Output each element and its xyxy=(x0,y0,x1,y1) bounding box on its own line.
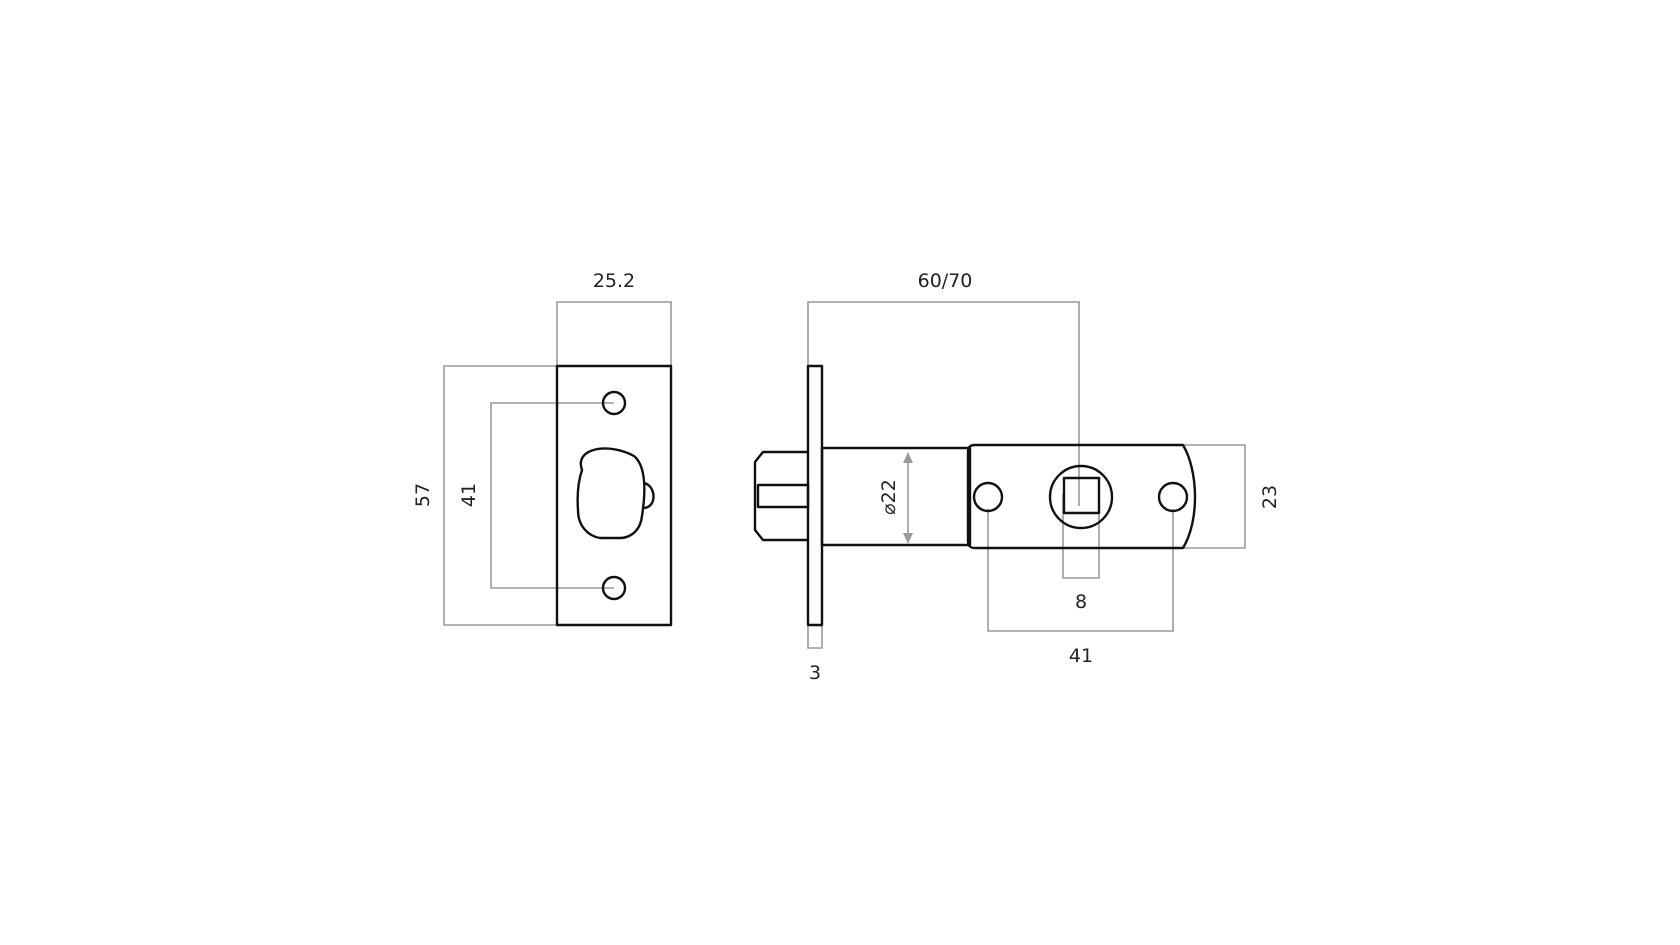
front-view: 25.2 57 41 xyxy=(412,270,673,627)
dim-line-case-height xyxy=(1183,444,1246,549)
latch-bolt-slot xyxy=(756,483,810,509)
dim-case-height-label: 23 xyxy=(1259,485,1281,509)
spindle-square xyxy=(1062,476,1101,515)
dim-line-faceplate-thickness xyxy=(807,625,823,649)
dim-width-label: 25.2 xyxy=(593,270,635,292)
dim-hole-spacing-label: 41 xyxy=(458,483,480,507)
dim-spindle-label: 8 xyxy=(1075,591,1087,613)
diameter-arrow-bottom xyxy=(903,533,913,544)
latch-bolt xyxy=(753,450,808,542)
latch-tube xyxy=(820,446,972,547)
dim-line-side-hole-spacing xyxy=(987,509,1174,632)
spindle-hub xyxy=(1048,464,1114,530)
dim-backset-label: 60/70 xyxy=(918,270,973,292)
case-hole-right xyxy=(1157,481,1189,513)
faceplate-edge xyxy=(806,364,824,627)
dim-height-label: 57 xyxy=(412,483,434,507)
side-view: 60/70 ⌀22 23 8 41 3 xyxy=(753,270,1281,684)
dim-line-hole-spacing xyxy=(490,402,614,589)
screw-hole-top xyxy=(601,390,627,416)
diameter-arrow-top xyxy=(903,452,913,463)
latch-bolt-opening xyxy=(576,447,646,540)
latch-trigger xyxy=(642,481,655,510)
latch-case xyxy=(966,443,1197,550)
dim-diameter-label: ⌀22 xyxy=(878,479,900,515)
dim-line-backset xyxy=(807,301,1080,506)
dim-line-height xyxy=(443,365,557,626)
dim-line-width xyxy=(556,301,672,366)
dim-side-hole-spacing-label: 41 xyxy=(1069,645,1093,667)
case-hole-left xyxy=(972,481,1004,513)
screw-hole-bottom xyxy=(601,575,627,601)
dim-faceplate-thickness-label: 3 xyxy=(809,662,821,684)
dim-line-spindle xyxy=(1062,494,1100,579)
faceplate xyxy=(555,364,673,627)
